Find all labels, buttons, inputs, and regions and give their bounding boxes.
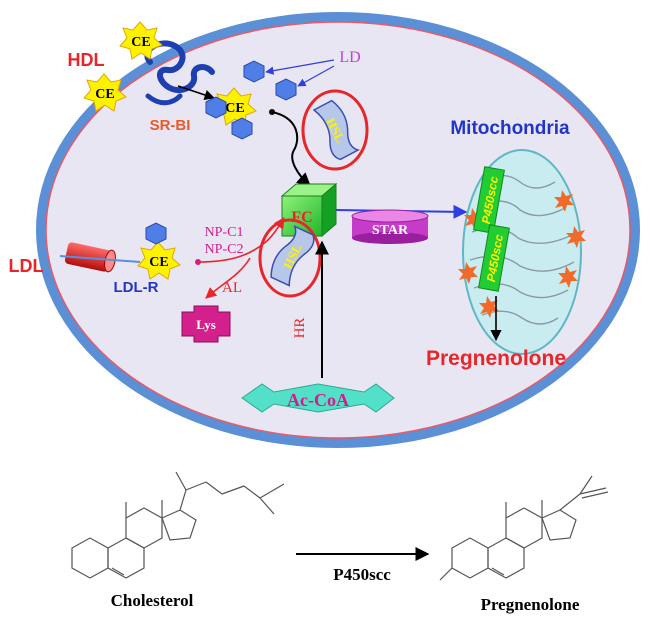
lys-shape: Lys [181, 305, 231, 343]
star-cylinder: STAR [351, 209, 429, 244]
sr-bi-label: SR-BI [150, 117, 191, 134]
ldl-r-label: LDL-R [114, 279, 159, 296]
hsl-upper-ribbon: HSL [312, 99, 360, 161]
ac-coa-shape: Ac-CoA [241, 383, 395, 413]
hr-label: HR [292, 318, 308, 339]
ce-hdl-2-label: CE [95, 87, 114, 102]
cholesterol-structure [71, 471, 285, 579]
np-to-fc-path [197, 217, 285, 263]
ce-hdl-2: CE [83, 73, 127, 112]
al-label: AL [222, 280, 242, 296]
mitochondria-label: Mitochondria [450, 118, 570, 139]
hdl-label: HDL [68, 50, 105, 70]
pregnenolone-cell-label: Pregnenolone [426, 347, 566, 370]
ldl-receptor-line [59, 255, 141, 263]
ce-ldl: CE [137, 241, 181, 280]
ld-label: LD [339, 49, 360, 66]
lipid-droplets [145, 60, 297, 245]
np-c2-label: NP-C2 [205, 242, 244, 257]
p450scc-box-1: P450scc [473, 166, 505, 234]
reaction-enzyme-label: P450scc [333, 565, 391, 584]
ac-coa-label: Ac-CoA [287, 390, 349, 410]
pregnenolone-structure [439, 475, 609, 581]
hsl-lower-circle [258, 218, 322, 298]
sr-bi-receptor [144, 40, 215, 94]
ce-to-hsl-path [271, 111, 312, 187]
star-label: STAR [372, 223, 409, 238]
p450scc-box-2: P450scc [478, 224, 510, 292]
cholesterol-label: Cholesterol [111, 591, 194, 610]
mitochondrion [462, 149, 582, 355]
hsl-lower-ribbon: HSL [270, 224, 315, 287]
pregnenolone-product-label: Pregnenolone [481, 595, 580, 614]
hsl-upper-circle [301, 89, 369, 171]
np-to-lys-path [205, 257, 251, 299]
ld-pointer-1 [265, 59, 335, 75]
ce-hdl-1: CE [119, 21, 163, 60]
ce-hdl-1-label: CE [131, 35, 150, 50]
ce-ld: CE [213, 87, 257, 126]
ldl-particle [64, 242, 116, 273]
lys-label: Lys [196, 317, 216, 332]
ld-pointer-2 [297, 65, 335, 87]
np-c1-label: NP-C1 [205, 225, 244, 240]
ce-ld-label: CE [225, 101, 244, 116]
sr-bi-to-ce-arrow [177, 85, 215, 100]
ldl-label: LDL [9, 256, 44, 276]
ce-ldl-label: CE [149, 255, 168, 270]
